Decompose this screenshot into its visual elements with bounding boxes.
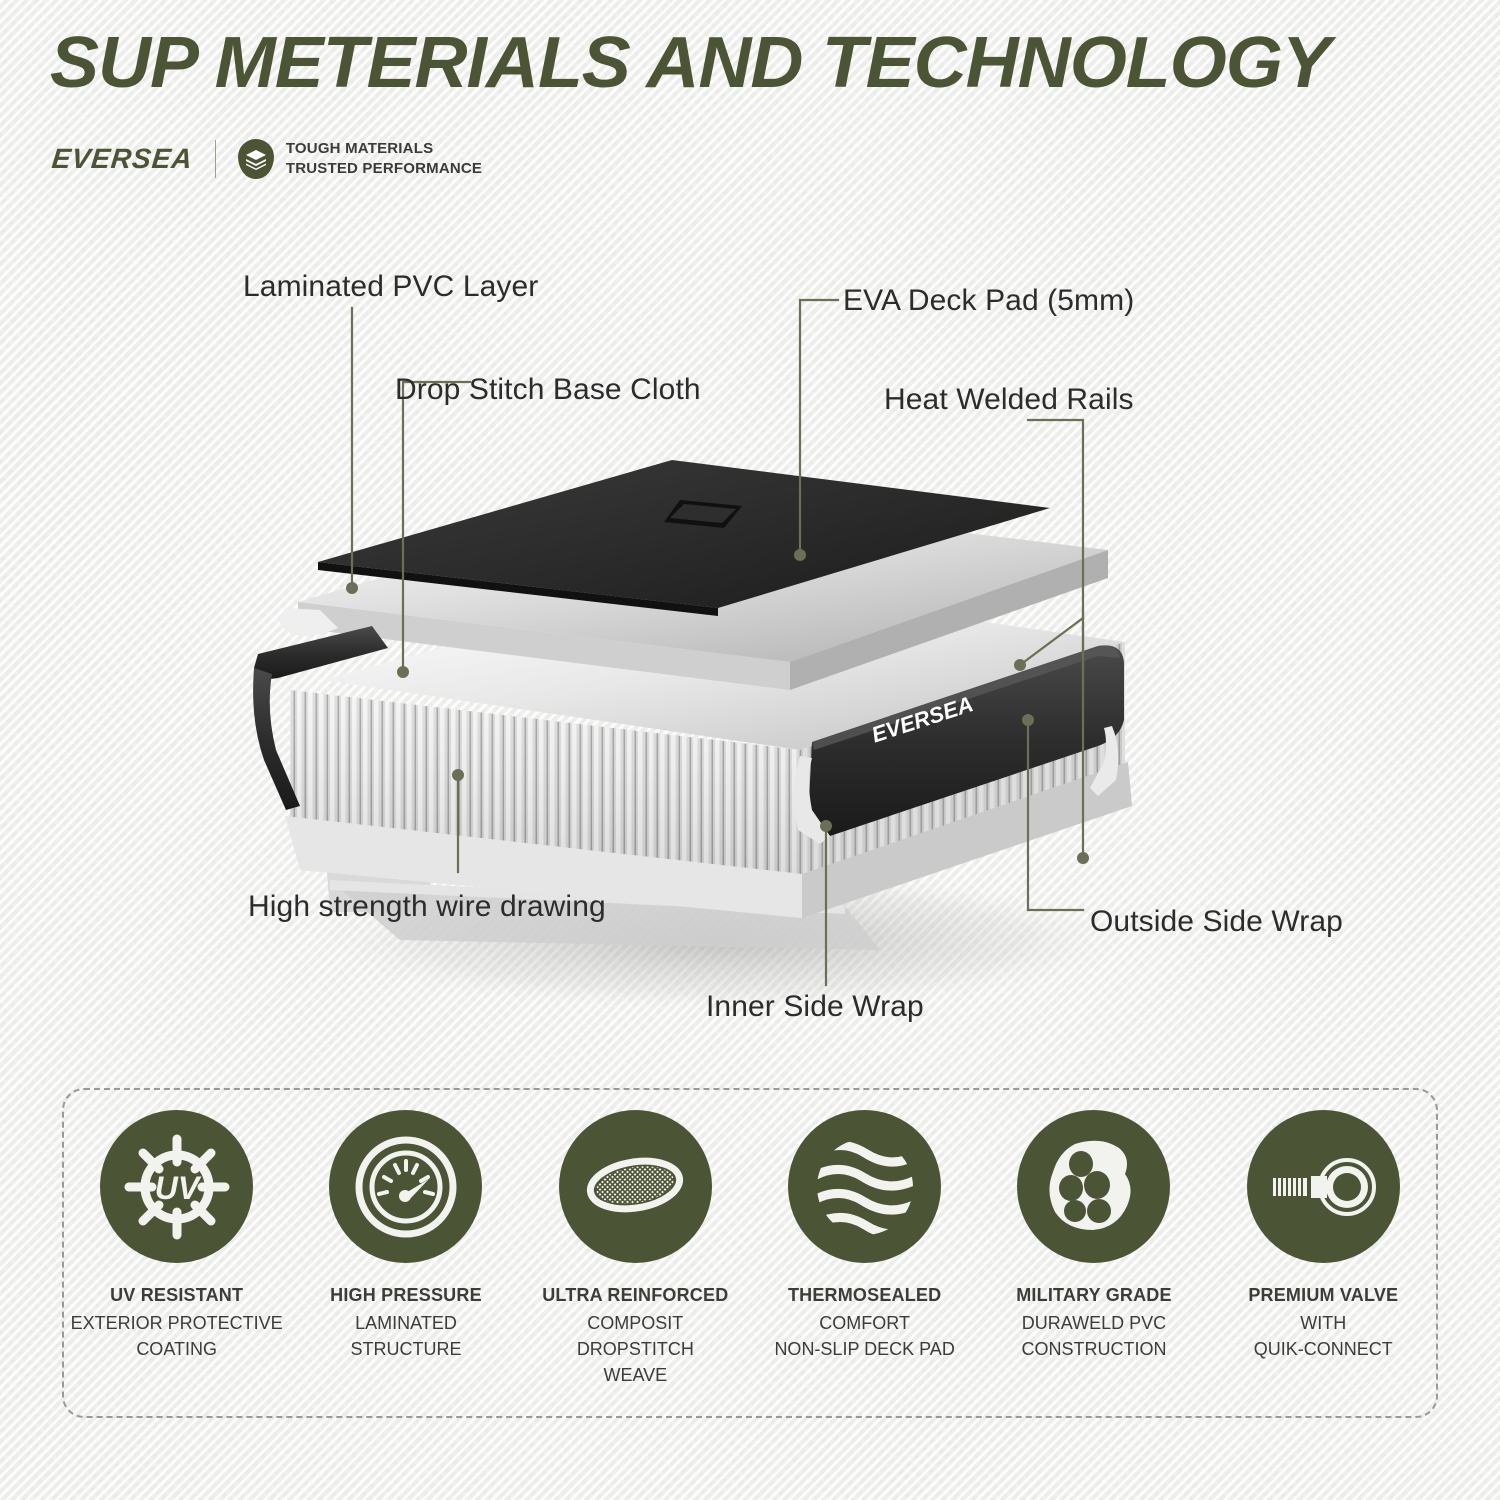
- brand-divider: [214, 140, 216, 178]
- callout-high-strength-wire-drawing: High strength wire drawing: [248, 890, 606, 923]
- callout-laminated-pvc-layer: Laminated PVC Layer: [243, 270, 539, 303]
- pressure-gauge-icon: [329, 1110, 483, 1263]
- armor-cells-icon: [1017, 1110, 1171, 1263]
- feature-title: ULTRA REINFORCED: [542, 1285, 729, 1305]
- callout-eva-deck-pad: EVA Deck Pad (5mm): [843, 284, 1135, 317]
- feature-uv-resistant: UV UV RESISTANT EXTERIOR PROTECTIVE COAT…: [69, 1110, 284, 1362]
- feature-ultra-reinforced: ULTRA REINFORCED COMPOSIT DROPSTITCH WEA…: [528, 1110, 743, 1388]
- mesh-weave-icon: [558, 1110, 712, 1263]
- feature-title: HIGH PRESSURE: [330, 1285, 482, 1305]
- eversea-logo: EVERSEA: [50, 143, 195, 174]
- feature-description: COMFORT NON-SLIP DECK PAD: [774, 1313, 955, 1360]
- feature-premium-valve: PREMIUM VALVE WITH QUIK-CONNECT: [1216, 1110, 1431, 1362]
- feature-description: EXTERIOR PROTECTIVE COATING: [70, 1313, 283, 1360]
- feature-title: PREMIUM VALVE: [1248, 1285, 1399, 1305]
- feature-title: UV RESISTANT: [110, 1285, 244, 1305]
- page-title: SUP METERIALS AND TECHNOLOGY: [50, 23, 1331, 103]
- callout-heat-welded-rails: Heat Welded Rails: [884, 383, 1134, 416]
- callout-drop-stitch-base-cloth: Drop Stitch Base Cloth: [395, 373, 701, 406]
- exploded-board-diagram: EVERSEA: [0, 250, 1500, 1060]
- callout-outside-side-wrap: Outside Side Wrap: [1090, 905, 1343, 938]
- features-row: UV UV RESISTANT EXTERIOR PROTECTIVE COAT…: [62, 1110, 1438, 1420]
- valve-connector-icon: [1246, 1110, 1400, 1263]
- stacked-layers-icon: [237, 139, 274, 179]
- feature-description: LAMINATED STRUCTURE: [350, 1313, 462, 1360]
- feature-title: THERMOSEALED: [787, 1285, 942, 1305]
- uv-icon-text: UV: [154, 1170, 201, 1206]
- badge-tagline: TOUGH MATERIALS TRUSTED PERFORMANCE: [285, 139, 483, 177]
- feature-description: WITH QUIK-CONNECT: [1253, 1313, 1393, 1360]
- feature-military-grade: MILITARY GRADE DURAWELD PVC CONSTRUCTION: [986, 1110, 1201, 1362]
- callout-inner-side-wrap: Inner Side Wrap: [706, 990, 924, 1023]
- feature-high-pressure: HIGH PRESSURE LAMINATED STRUCTURE: [298, 1110, 513, 1362]
- feature-description: COMPOSIT DROPSTITCH WEAVE: [576, 1313, 694, 1386]
- feature-thermosealed: THERMOSEALED COMFORT NON-SLIP DECK PAD: [757, 1110, 972, 1362]
- feature-description: DURAWELD PVC CONSTRUCTION: [1021, 1313, 1167, 1360]
- feature-title: MILITARY GRADE: [1016, 1285, 1172, 1305]
- brand-bar: EVERSEA TOUGH MATERIALS TRUSTED PERFORMA…: [50, 136, 483, 182]
- ship-wheel-uv-icon: UV: [100, 1110, 254, 1263]
- wave-sphere-icon: [788, 1110, 942, 1263]
